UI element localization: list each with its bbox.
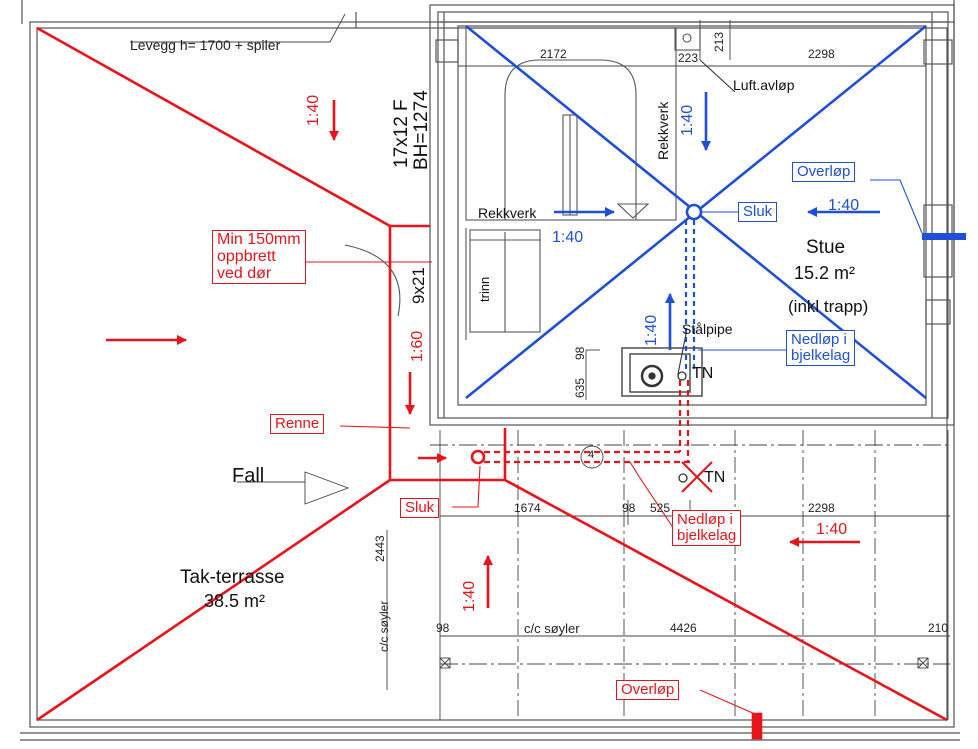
min-150-line3: ved dør (217, 264, 272, 282)
tn-upper-label: TN (692, 365, 714, 382)
stue-walls (429, 4, 955, 426)
overlop-red-label: Overløp (616, 680, 680, 700)
levegg-label: Levegg h= 1700 + spiler (130, 37, 281, 53)
dim-1674: 1674 (514, 501, 541, 515)
steel-chimney (621, 347, 713, 493)
dim-635: 635 (573, 377, 587, 398)
slope-blue-up-label: 1:40 (643, 314, 660, 346)
beam-height-label: BH=1274 (411, 90, 432, 170)
beam-size-label: 17x12 F (391, 99, 412, 168)
terrace-name: Tak-terrasse (180, 567, 285, 588)
trinn-label: trinn (477, 276, 492, 302)
dim-2172: 2172 (540, 47, 567, 61)
dim-98-lower: 98 (622, 501, 636, 515)
dim-223: 223 (678, 51, 699, 65)
dim-2298-top: 2298 (808, 47, 835, 61)
nedlop-red-line1: Nedløp i (677, 511, 733, 528)
slope-bottom-up-label: 1:40 (461, 580, 478, 612)
dim-210: 210 (928, 621, 949, 635)
renne-label: Renne (270, 414, 325, 434)
min-150-line1: Min 150mm (217, 231, 301, 248)
terrace-area: 38.5 m² (204, 591, 266, 611)
grid-4-label: 4 (588, 449, 595, 461)
nedlop-blue-line1: Nedløp i (791, 331, 847, 348)
nedlop-red-box: Nedløp i bjelkelag (672, 510, 742, 546)
nedlop-red-line2: bjelkelag (677, 526, 737, 544)
slope-top-label: 1:40 (305, 94, 322, 126)
slope-arrows (106, 92, 880, 608)
stue-note: (inkl trapp) (788, 297, 869, 316)
slope-blue-down-label: 1:40 (679, 104, 696, 136)
cc-soyler-horizontal-label: c/c søyler (524, 621, 580, 636)
tn-lower-label: TN (704, 469, 726, 486)
min-150-box: Min 150mm oppbrett ved dør (212, 230, 306, 285)
dim-2443: 2443 (373, 535, 387, 562)
slope-bottom-right-label: 1:40 (816, 521, 848, 538)
slope-red-160-label: 1:60 (409, 330, 426, 362)
terrace-slope-lines (36, 26, 948, 740)
dim-213: 213 (712, 31, 726, 52)
cc-soyler-vertical-label: c/c søyler (377, 600, 391, 652)
sluk-red-label: Sluk (400, 498, 440, 518)
slope-blue-left-label: 1:40 (552, 229, 584, 246)
dim-98-upper: 98 (573, 346, 587, 360)
blue-drain-pipe (684, 220, 696, 372)
nedlop-blue-box: Nedløp i bjelkelag (786, 330, 856, 366)
leader-lines (304, 59, 923, 715)
dim-98-grid: 98 (436, 621, 450, 635)
stue-area: 15.2 m² (794, 263, 856, 283)
slope-blue-right-label: 1:40 (828, 197, 860, 214)
sluk-blue-label: Sluk (738, 202, 778, 222)
dim-525: 525 (650, 501, 671, 515)
rekkverk-horizontal-label: Rekkverk (478, 205, 537, 221)
overlop-blue-label: Overløp (792, 162, 856, 182)
min-150-line2: oppbrett (217, 247, 276, 265)
stue-name: Stue (806, 237, 846, 258)
luft-avlop-label: Luft.avløp (733, 77, 795, 93)
rekkverk-vertical-label: Rekkverk (655, 101, 671, 160)
dim-2298-bottom: 2298 (808, 501, 835, 515)
red-drain-pipes (484, 380, 690, 464)
dim-4426: 4426 (670, 621, 697, 635)
dimension-lines (130, 13, 950, 720)
door-size-label: 9x21 (409, 267, 428, 304)
fall-label: Fall (232, 465, 265, 487)
stalpipe-label: Stålpipe (682, 321, 733, 337)
stair-opening (344, 27, 701, 340)
nedlop-blue-line2: bjelkelag (791, 346, 851, 364)
